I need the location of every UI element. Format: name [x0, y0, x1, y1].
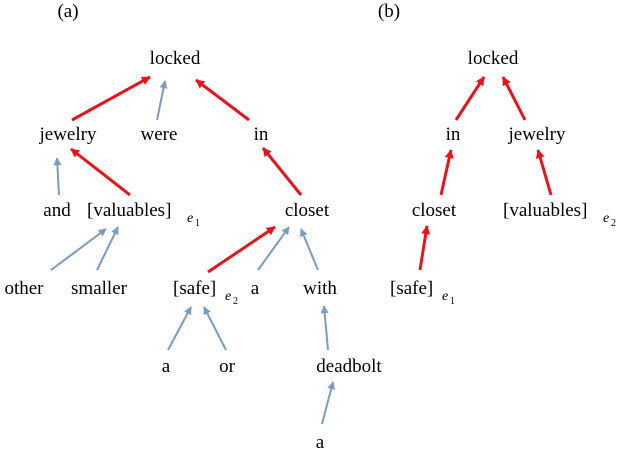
node-jewelry: jewelry: [39, 124, 97, 145]
node-were: were: [141, 124, 178, 145]
b-arrow-safe-to-closet: [418, 225, 431, 271]
node-b-locked: locked: [468, 48, 519, 69]
panel-a-label: (a): [57, 1, 78, 22]
node-valuables-sub: e: [187, 211, 193, 226]
a-arrow-and-to-jewelry: [53, 157, 62, 196]
a-arrow-smaller-to-valuables: [96, 226, 119, 271]
node-safe-subsub: 2: [233, 296, 238, 307]
a-arrow-deadbolt-to-with: [320, 305, 329, 351]
node-deadbolt: deadbolt: [316, 356, 382, 377]
a-arrow-safe-to-closet: [207, 225, 276, 274]
node-or: or: [219, 356, 236, 377]
node-b-valuables-e2: [valuables] e 2: [503, 200, 616, 229]
node-b-jewelry: jewelry: [508, 124, 566, 145]
node-b-safe: [safe]: [390, 278, 433, 299]
node-b-in: in: [446, 124, 461, 145]
node-and: and: [43, 200, 71, 221]
a-arrow-other-to-valuables: [50, 228, 107, 271]
panel-b-edges: [418, 76, 553, 271]
b-arrow-in-to-locked: [454, 76, 486, 121]
node-safe: [safe]: [173, 278, 216, 299]
panel-b-nodes: locked in jewelry closet [valuables] e 2…: [390, 48, 616, 307]
node-safe-e2: [safe] e 2: [173, 278, 238, 307]
node-b-safe-sub: e: [442, 289, 448, 304]
node-closet: closet: [285, 200, 330, 221]
node-b-valuables-subsub: 2: [611, 218, 616, 229]
a-arrow-a2-to-safe: [167, 306, 192, 351]
node-safe-sub: e: [225, 289, 231, 304]
node-b-valuables: [valuables]: [503, 200, 587, 221]
a-arrow-or-to-safe: [203, 306, 227, 351]
node-valuables: [valuables]: [87, 200, 171, 221]
a-arrow-jewelry-to-locked: [71, 75, 151, 122]
node-locked: locked: [150, 48, 201, 69]
panel-b-label: (b): [378, 1, 400, 22]
a-arrow-valuables-to-jewelry: [70, 147, 131, 197]
b-arrow-jewelry-to-locked: [501, 76, 527, 121]
node-a-det1: a: [251, 278, 260, 299]
b-arrow-closet-to-in: [439, 149, 454, 196]
node-other: other: [4, 278, 44, 299]
a-arrow-a1-to-closet: [257, 226, 290, 271]
node-valuables-e1: [valuables] e 1: [87, 200, 200, 229]
node-b-safe-subsub: 1: [450, 296, 455, 307]
a-arrow-were-to-locked: [156, 80, 168, 121]
a-arrow-a3-to-deadbolt: [321, 381, 336, 425]
node-a-det3: a: [316, 432, 325, 450]
b-arrow-valuables-to-jewelry: [535, 149, 553, 196]
panel-a-nodes: locked jewelry were in and [valuables] e…: [4, 48, 382, 450]
node-in: in: [254, 124, 269, 145]
node-valuables-subsub: 1: [195, 218, 200, 229]
node-b-valuables-sub: e: [603, 211, 609, 226]
a-arrow-with-to-closet: [300, 228, 319, 271]
panel-a: (a) locked jewelry were in and [valuable…: [4, 1, 382, 450]
node-smaller: smaller: [71, 278, 128, 299]
panel-b: (b) locked in jewelry closet [valuables]…: [378, 1, 616, 307]
a-arrow-closet-to-in: [261, 147, 303, 196]
a-arrow-in-to-locked: [195, 78, 250, 122]
node-b-safe-e1: [safe] e 1: [390, 278, 455, 307]
node-a-det2: a: [162, 356, 171, 377]
panel-a-edges: [50, 75, 336, 425]
node-b-closet: closet: [412, 200, 457, 221]
node-with: with: [303, 278, 337, 299]
